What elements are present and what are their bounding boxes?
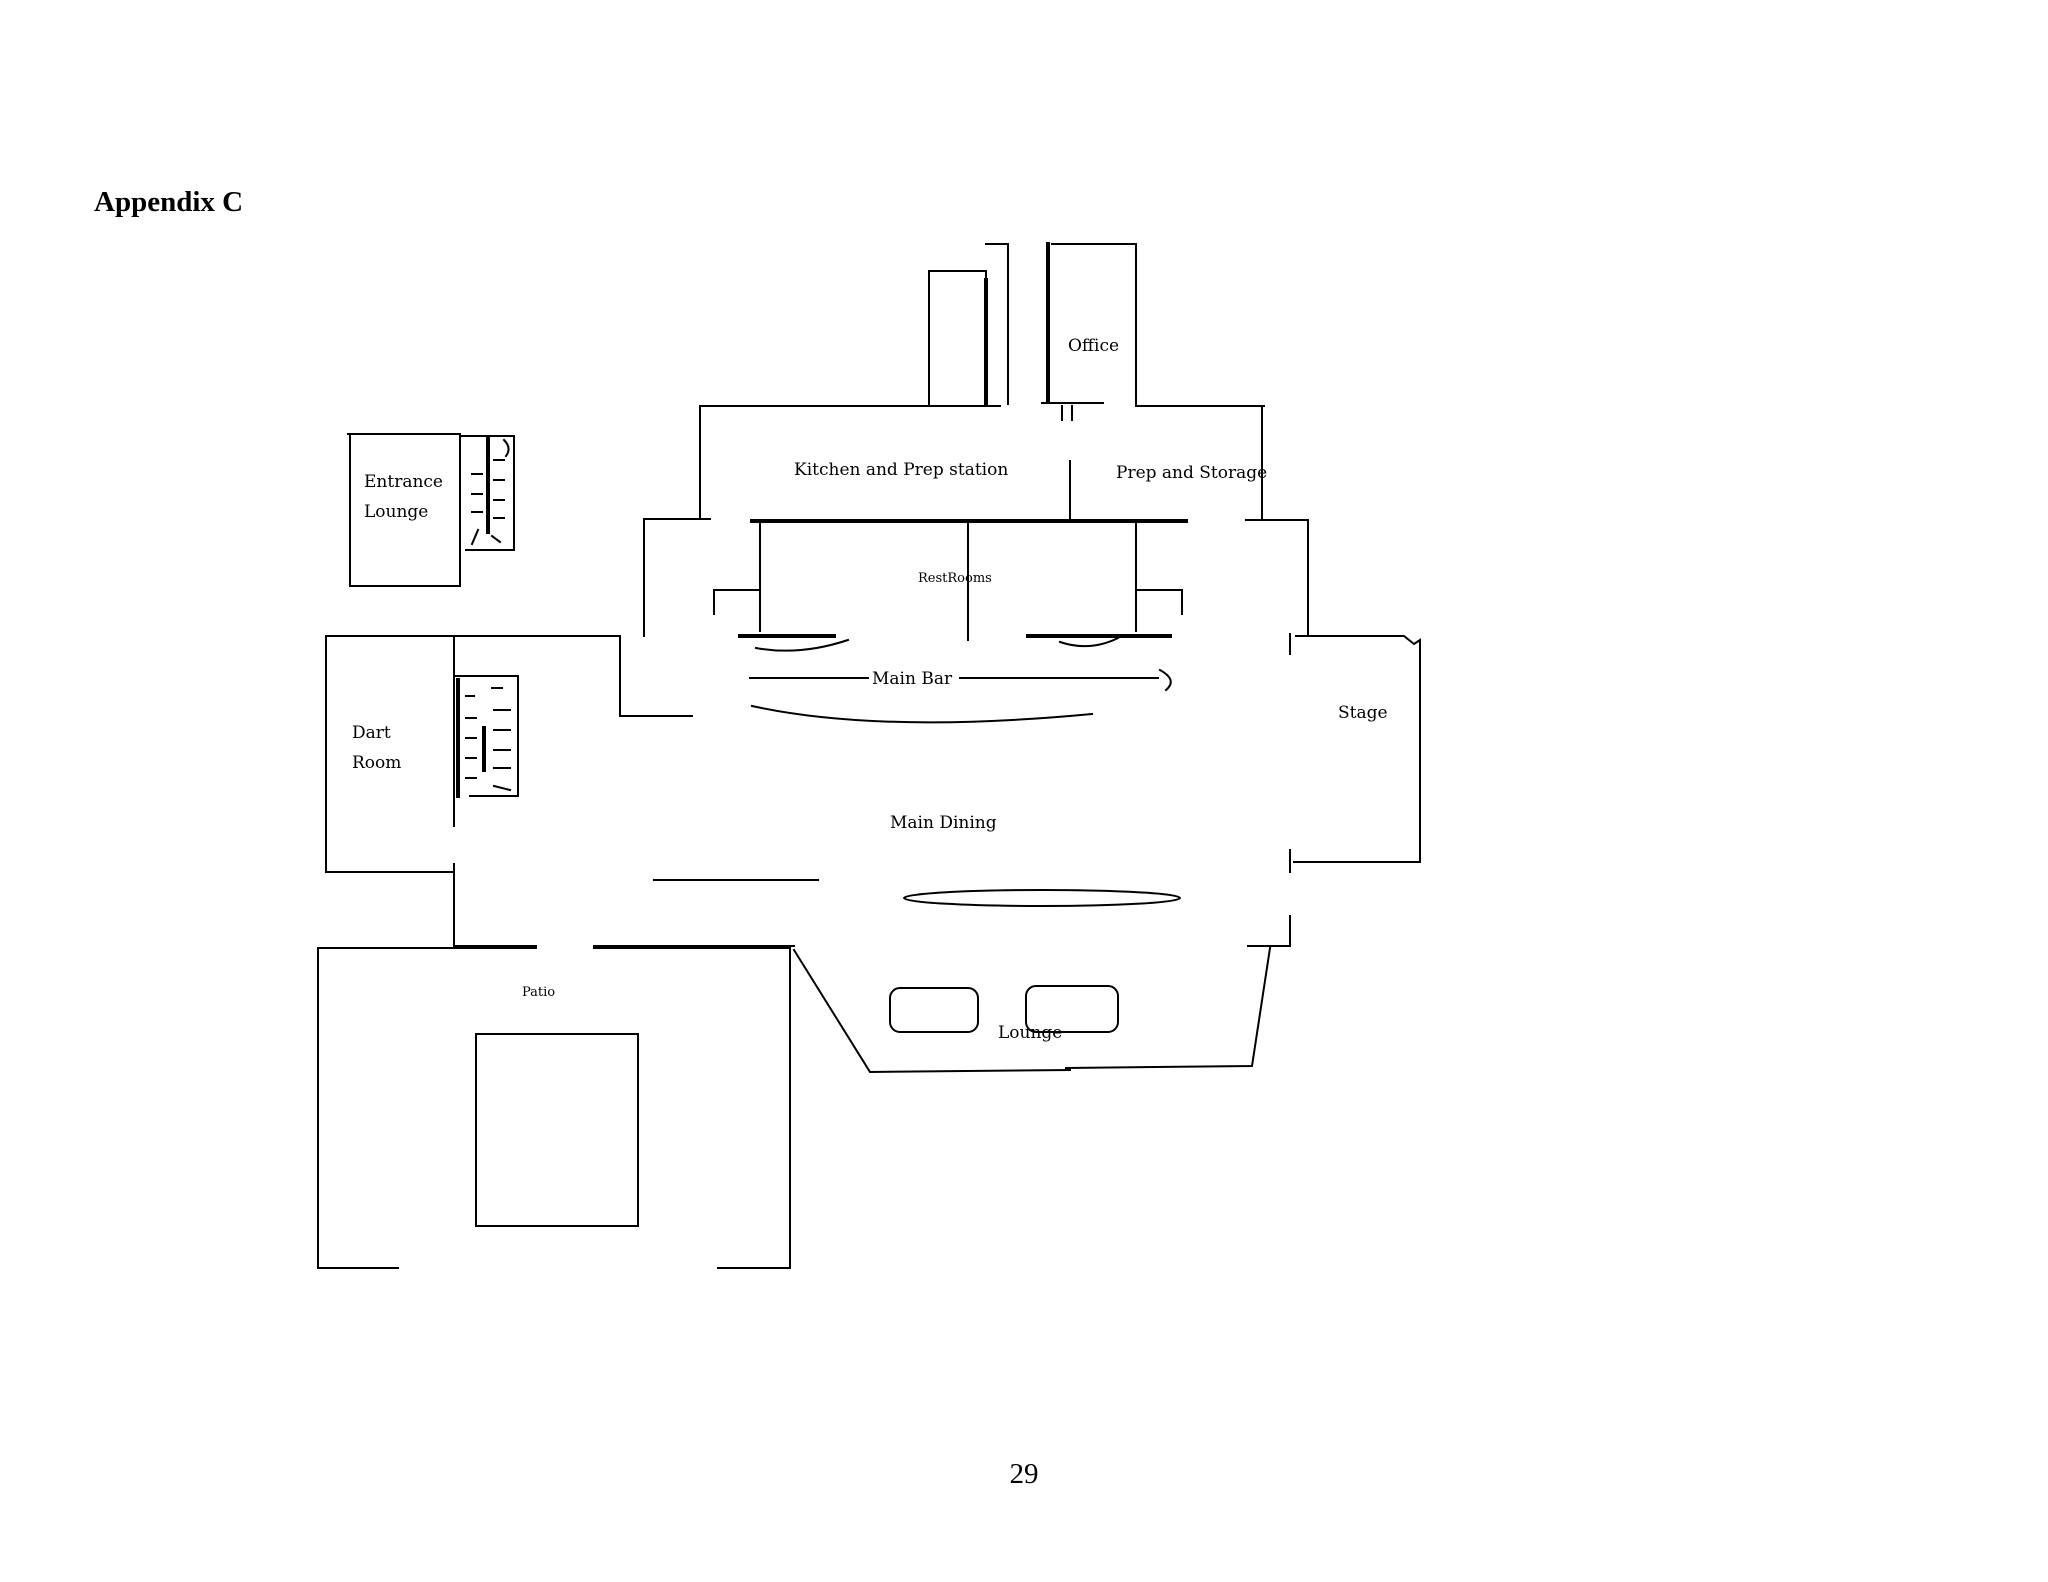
dart-room-label-line1: Dart — [352, 723, 391, 743]
office-label: Office — [1068, 336, 1119, 356]
main-bar — [749, 668, 1172, 724]
restrooms-label: RestRooms — [918, 571, 992, 586]
entrance-lounge-label-line1: Entrance — [364, 472, 443, 492]
stage-label: Stage — [1338, 703, 1388, 723]
lounge-label: Lounge — [998, 1023, 1062, 1043]
main-dining-walls — [453, 633, 1291, 947]
restroom-walls — [713, 520, 1183, 652]
lounge-walls — [792, 946, 1272, 1074]
dart-room-walls — [325, 635, 621, 947]
entrance-lounge-walls — [347, 433, 515, 587]
stage-walls — [1293, 635, 1421, 863]
office-walls — [928, 242, 1137, 421]
main-bar-label: Main Bar — [872, 669, 953, 689]
kitchen-walls — [643, 405, 1309, 637]
entrance-lounge-label-line2: Lounge — [364, 502, 428, 522]
page-number: 29 — [1009, 1458, 1039, 1490]
dart-room-label-line2: Room — [352, 753, 401, 773]
prep-storage-label: Prep and Storage — [1116, 463, 1267, 483]
main-dining-label: Main Dining — [890, 813, 997, 833]
page-heading: Appendix C — [94, 186, 244, 218]
patio-label: Patio — [522, 985, 555, 1000]
patio-walls — [317, 947, 791, 1269]
kitchen-label: Kitchen and Prep station — [794, 460, 1008, 480]
